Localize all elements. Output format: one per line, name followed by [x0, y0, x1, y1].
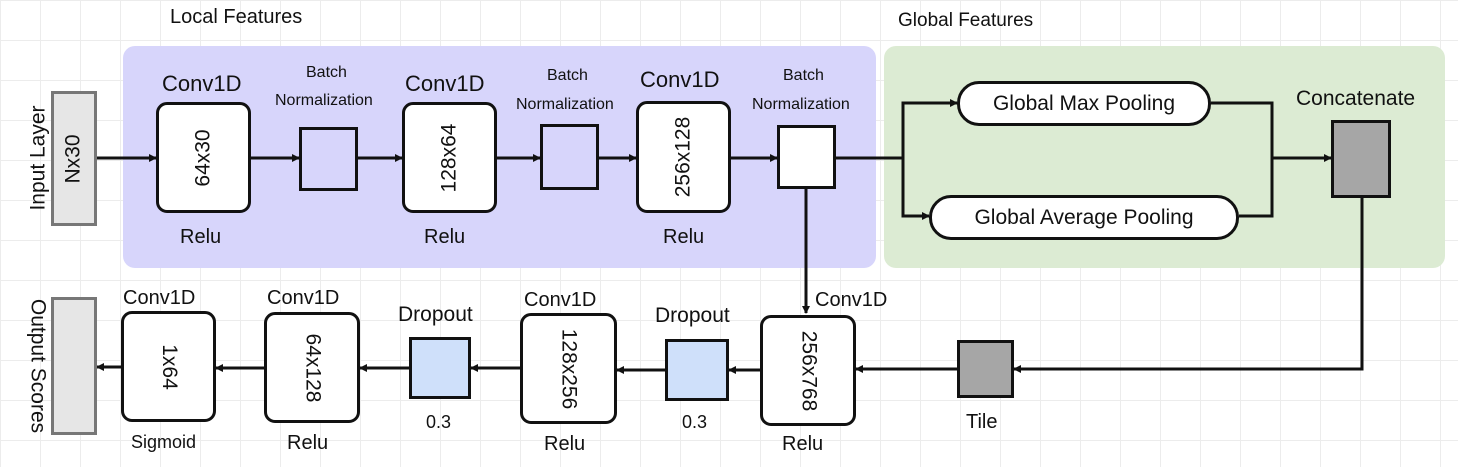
output-scores-box [51, 297, 97, 435]
conv-a-block: 256x768 [760, 315, 856, 426]
conv-c-shape: 64x128 [301, 333, 324, 402]
conv1-type-label: Conv1D [162, 71, 242, 96]
conv-b-block: 128x256 [520, 313, 617, 424]
conv3-type-label: Conv1D [640, 67, 720, 92]
tile-label: Tile [966, 411, 998, 433]
conv-c-block: 64x128 [264, 312, 360, 423]
conv-d-activation: Sigmoid [131, 432, 197, 452]
global-average-pooling-label: Global Average Pooling [974, 205, 1194, 229]
conv2-activation: Relu [424, 226, 466, 248]
concatenate-block [1331, 120, 1391, 198]
conv-c-activation: Relu [287, 432, 329, 454]
conv3-block: 256x128 [636, 101, 731, 213]
arrow-to-max-pool [901, 99, 958, 158]
conv3-activation: Relu [663, 226, 705, 248]
conv-b-shape: 128x256 [557, 328, 581, 409]
global-features-label: Global Features [898, 10, 1034, 31]
conv2-block: 128x64 [402, 102, 497, 213]
bn3-block [777, 125, 836, 189]
conv-d-type-label: Conv1D [123, 287, 196, 309]
bn1-label-line1: Batch [306, 64, 347, 81]
wire-avg-pool-out [1239, 158, 1274, 218]
dropout-a-rate: 0.3 [682, 412, 708, 432]
bn2-block [540, 124, 599, 190]
conv2-shape: 128x64 [437, 123, 461, 192]
bn3-label-line2: Normalization [752, 96, 850, 113]
conv-d-block: 1x64 [121, 311, 216, 422]
dropout-b-rate: 0.3 [426, 412, 452, 432]
bn2-label-line2: Normalization [516, 96, 614, 113]
bn3-label-line1: Batch [783, 67, 824, 84]
conv2-type-label: Conv1D [405, 71, 485, 96]
conv1-activation: Relu [180, 226, 222, 248]
input-shape-label: Nx30 [62, 133, 85, 184]
dropout-b-block [409, 337, 471, 399]
conv1-shape: 64x30 [191, 128, 215, 187]
input-layer-title: Input Layer [26, 105, 50, 211]
global-average-pooling-block: Global Average Pooling [929, 195, 1239, 240]
conv3-shape: 256x128 [671, 116, 695, 198]
global-max-pooling-block: Global Max Pooling [957, 81, 1211, 126]
output-scores-title: Output Scores [26, 298, 50, 434]
conv1-block: 64x30 [156, 102, 251, 213]
local-features-label: Local Features [170, 6, 303, 28]
conv-a-type-label: Conv1D [815, 289, 888, 311]
arrow-to-avg-pool [901, 158, 930, 220]
global-max-pooling-label: Global Max Pooling [992, 91, 1176, 115]
dropout-a-type-label: Dropout [655, 304, 730, 327]
conv-b-activation: Relu [544, 433, 586, 455]
conv-a-activation: Relu [782, 433, 824, 455]
conv-b-type-label: Conv1D [524, 289, 597, 311]
arrow-concat-to-tile [1013, 198, 1364, 373]
bn1-block [299, 127, 358, 191]
conv-a-shape: 256x768 [796, 330, 820, 411]
conv-d-shape: 1x64 [157, 343, 181, 390]
conv-c-type-label: Conv1D [267, 287, 340, 309]
wire-max-pool-out [1211, 101, 1274, 158]
concatenate-label: Concatenate [1296, 87, 1416, 110]
input-layer-box: Nx30 [51, 91, 97, 226]
dropout-a-block [665, 339, 729, 401]
tile-block [957, 340, 1014, 398]
bn2-label-line1: Batch [547, 67, 588, 84]
dropout-b-type-label: Dropout [398, 303, 473, 326]
bn1-label-line2: Normalization [275, 92, 373, 109]
